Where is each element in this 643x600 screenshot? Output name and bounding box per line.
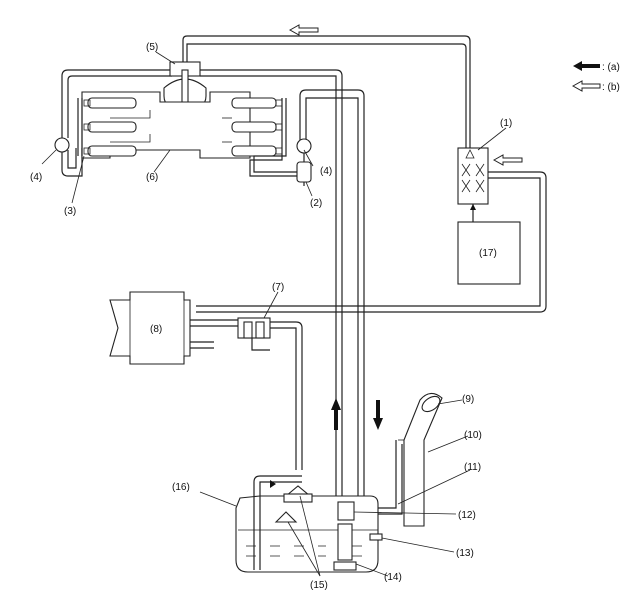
injector <box>231 121 277 133</box>
callout-9: (9) <box>462 394 474 405</box>
legend: : (a) : (b) <box>571 61 620 93</box>
flow-arrow-down <box>373 400 383 430</box>
callout-5: (5) <box>146 42 158 53</box>
leader-lines <box>41 51 507 577</box>
callout-17: (17) <box>479 248 497 259</box>
pulsation-damper-right <box>296 138 312 154</box>
callout-4-left: (4) <box>30 172 42 183</box>
callout-7: (7) <box>272 282 284 293</box>
callout-12: (12) <box>458 510 476 521</box>
filler-section <box>376 392 443 527</box>
flow-arrow-hollow-top <box>288 24 319 36</box>
flow-arrow-tank <box>270 480 276 488</box>
legend-a-label: : (a) <box>602 62 620 73</box>
canister <box>457 147 489 205</box>
callout-6: (6) <box>146 172 158 183</box>
callout-3: (3) <box>64 206 76 217</box>
signal-arrow-up <box>470 204 476 210</box>
injector <box>231 145 277 157</box>
callout-16: (16) <box>172 482 190 493</box>
callouts: (5) (1) (4) (4) (6) (2) (3) (17) (7) (8)… <box>30 42 512 591</box>
purge-valve <box>237 317 271 339</box>
flow-arrow-hollow-right <box>492 154 523 166</box>
callout-2: (2) <box>310 198 322 209</box>
flow-arrow-up <box>331 398 341 430</box>
legend-b-label: : (b) <box>602 82 620 93</box>
right-feed-section <box>296 89 330 186</box>
injector <box>87 145 137 157</box>
injector <box>231 97 277 109</box>
callout-8: (8) <box>150 324 162 335</box>
callout-15: (15) <box>310 580 328 591</box>
fuel-pump <box>337 501 355 521</box>
rollover-valve <box>274 511 298 523</box>
callout-10: (10) <box>464 430 482 441</box>
solid-arrow-left-icon <box>573 61 600 71</box>
pulsation-damper-left <box>54 137 70 153</box>
hollow-arrow-left-icon <box>571 80 601 92</box>
callout-13: (13) <box>456 548 474 559</box>
canister-section <box>196 147 547 313</box>
callout-4-right: (4) <box>320 166 332 177</box>
fuel-tank <box>235 475 383 573</box>
top-return-pipe <box>182 24 471 148</box>
gauge-sender <box>369 533 383 541</box>
injector <box>87 97 137 109</box>
fuel-filter <box>296 161 312 183</box>
main-vertical-pipes <box>200 69 383 506</box>
control-unit-17 <box>457 221 521 285</box>
callout-1: (1) <box>500 118 512 129</box>
callout-14: (14) <box>384 572 402 583</box>
injector <box>87 121 137 133</box>
fuel-rail-assembly <box>61 61 300 177</box>
filler-neck <box>403 392 443 527</box>
callout-11: (11) <box>464 462 481 473</box>
throttle-section <box>109 291 303 470</box>
